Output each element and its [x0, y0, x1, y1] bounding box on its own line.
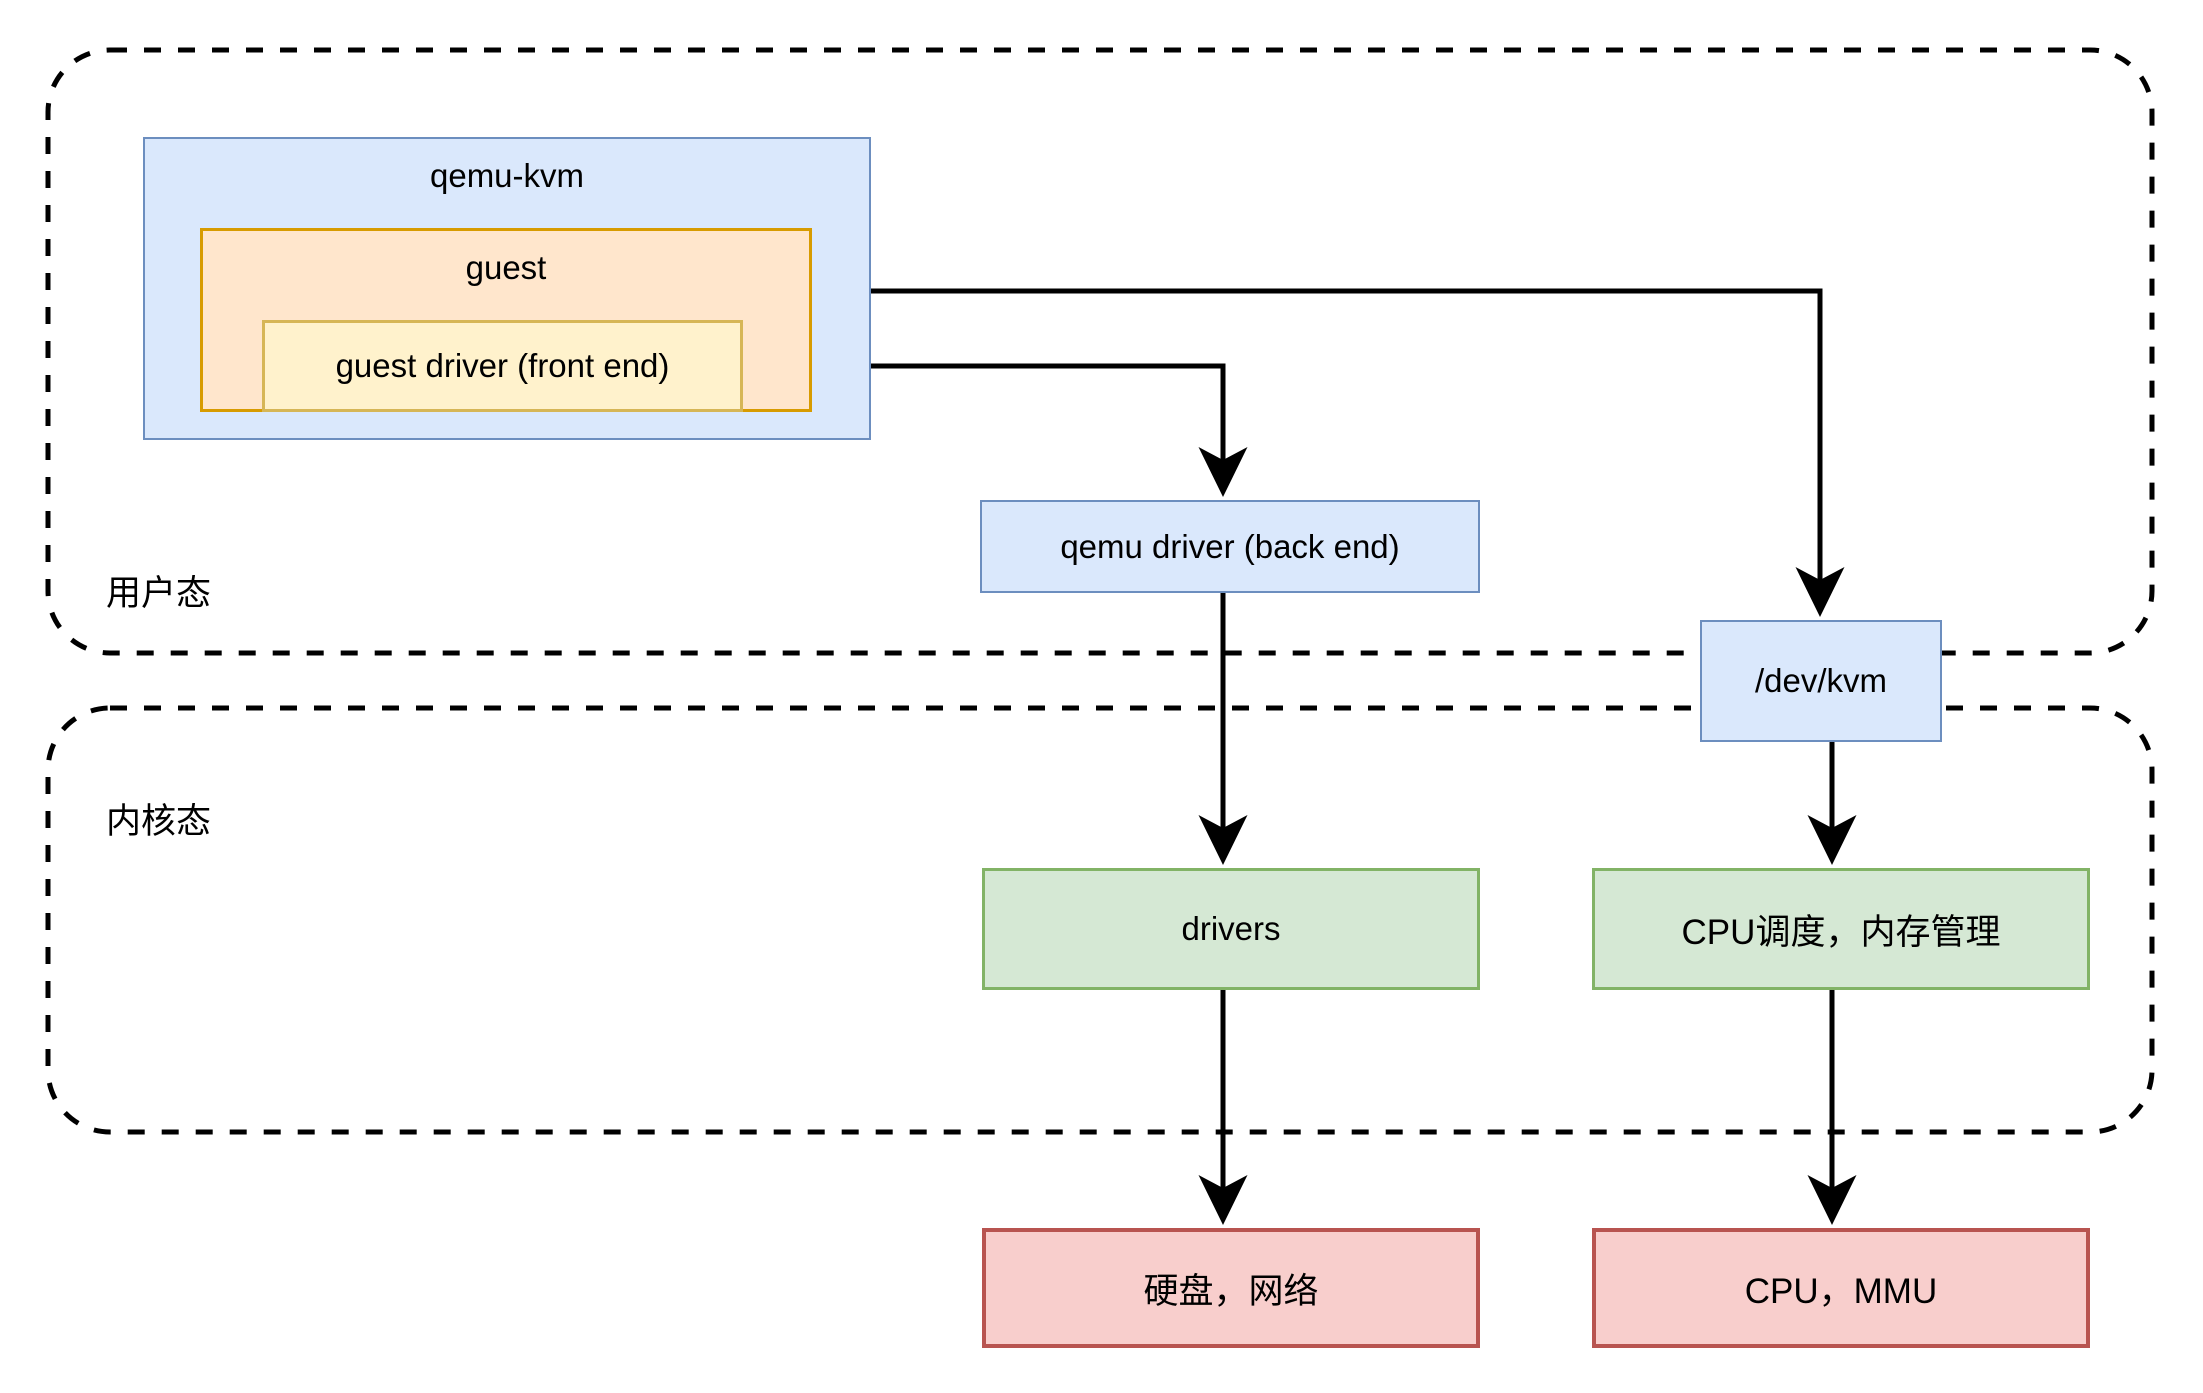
node-cpu-sched-label-ascii: CPU — [1681, 912, 1756, 952]
node-dev-kvm-label: /dev/kvm — [1754, 662, 1888, 699]
node-drivers-label: drivers — [1181, 910, 1281, 947]
node-guest-label: guest — [465, 249, 547, 286]
node-qemu-driver-back-end-label: qemu driver (back end) — [1060, 527, 1400, 565]
node-cpu-mmu-label-ascii: CPU — [1744, 1271, 1819, 1311]
node-cpu-scheduling-memory-management-label: CPU调度，内存管理 — [1595, 904, 2087, 955]
node-cpu-scheduling-memory-management[interactable]: CPU调度，内存管理 — [1592, 868, 2090, 990]
node-disk-network-label: 硬盘，网络 — [1143, 1271, 1319, 1311]
node-cpu-mmu[interactable]: CPU，MMU — [1592, 1228, 2090, 1348]
node-guest-driver[interactable]: guest driver (front end) — [262, 320, 743, 412]
node-qemu-driver-back-end[interactable]: qemu driver (back end) — [980, 500, 1480, 593]
node-qemu-kvm-label: qemu-kvm — [429, 157, 585, 194]
node-cpu-sched-label-cjk: 调度，内存管理 — [1755, 912, 2001, 952]
zone-label-user-mode: 用户态 — [106, 574, 212, 613]
node-cpu-mmu-label: CPU，MMU — [1596, 1263, 2086, 1314]
node-drivers[interactable]: drivers — [982, 868, 1480, 990]
zone-label-kernel-mode: 内核态 — [106, 802, 212, 841]
node-cpu-mmu-label-ascii2: MMU — [1853, 1271, 1938, 1311]
node-disk-network[interactable]: 硬盘，网络 — [982, 1228, 1480, 1348]
node-dev-kvm[interactable]: /dev/kvm — [1700, 620, 1942, 742]
node-guest-driver-label: guest driver (front end) — [335, 347, 670, 384]
node-cpu-mmu-label-cjk: ， — [1818, 1271, 1854, 1311]
